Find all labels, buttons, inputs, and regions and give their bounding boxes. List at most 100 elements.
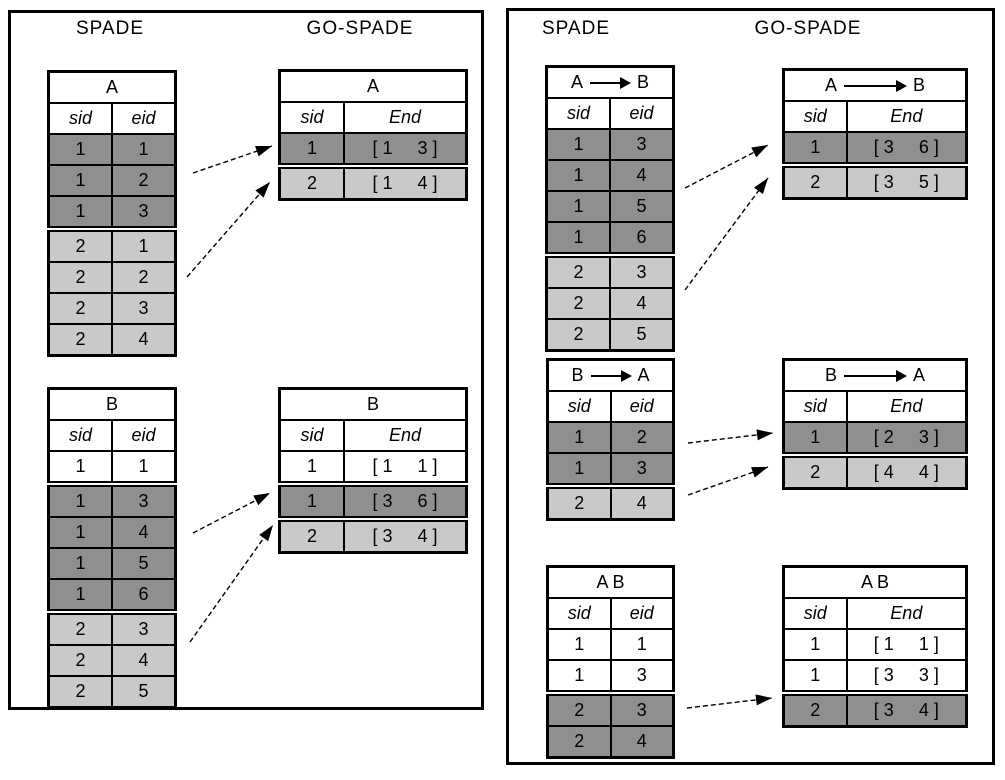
column-header: End [343, 419, 468, 452]
column-header: sid [546, 390, 612, 423]
eid-cell: 3 [609, 452, 675, 487]
table-row: 2[ 4 4 ] [782, 452, 968, 490]
table-title-content: A [51, 77, 174, 98]
end-cell: [ 1 3 ] [343, 132, 468, 167]
table-title-label: A [824, 75, 837, 95]
sid-cell: 1 [47, 578, 113, 613]
table-row: 1[ 1 3 ] [278, 132, 468, 167]
eid-cell: 6 [609, 221, 675, 256]
right-arrow-icon [844, 369, 907, 382]
table-title-label: A B [860, 572, 890, 592]
mapping-arrow [686, 697, 773, 709]
table-title-label: B [571, 365, 584, 385]
table-title-content: A [282, 76, 465, 97]
table-title: A B [782, 565, 968, 599]
sid-cell: 2 [782, 690, 848, 728]
end-cell: [ 3 6 ] [845, 131, 968, 166]
arrowhead-icon [255, 145, 272, 157]
table-row: 2[ 3 4 ] [278, 516, 468, 554]
table-title-row: A B [546, 565, 675, 599]
column-header: eid [609, 390, 675, 423]
column-header: sid [47, 419, 113, 452]
table-title-row: A [47, 70, 177, 104]
panel-left-gospade-title: GO-SPADE [306, 18, 414, 39]
table-title-label: A [570, 72, 583, 92]
table-row: 1[ 3 6 ] [278, 481, 468, 520]
sid-cell: 2 [47, 261, 113, 294]
table-title-row: A [278, 69, 468, 103]
table-title-label: B [913, 75, 926, 95]
column-header: sid [545, 97, 611, 130]
eid-cell: 4 [609, 287, 675, 320]
table-title-row: A B [782, 565, 968, 599]
eid-cell: 2 [111, 164, 177, 197]
sid-cell: 1 [782, 131, 848, 166]
sid-cell: 1 [47, 481, 113, 518]
table-title: B [278, 387, 468, 421]
sid-cell: 2 [278, 163, 345, 201]
sid-cell: 1 [782, 421, 848, 456]
sid-cell: 1 [278, 481, 345, 520]
sid-cell: 2 [545, 318, 611, 352]
column-header: sid [782, 100, 848, 133]
mapping-arrow [684, 177, 769, 291]
sid-cell: 2 [782, 162, 848, 200]
column-header: eid [111, 102, 177, 135]
right-arrow-icon [844, 79, 907, 92]
eid-cell: 5 [111, 547, 177, 580]
eid-cell: 4 [609, 725, 675, 759]
column-header: End [845, 100, 968, 133]
eid-cell: 1 [111, 450, 177, 485]
sid-cell: 2 [47, 644, 113, 677]
table-row: 1[ 2 3 ] [782, 421, 968, 456]
column-header: sid [782, 390, 848, 423]
table-row: 1[ 3 3 ] [782, 659, 968, 694]
eid-cell: 4 [111, 516, 177, 549]
table-title-label: A [913, 365, 926, 385]
end-cell: [ 1 1 ] [343, 450, 468, 485]
column-header: eid [111, 419, 177, 452]
right-arrow-icon [590, 76, 631, 89]
sid-cell: 1 [545, 190, 611, 223]
table-title: A [47, 70, 177, 104]
sid-cell: 1 [546, 628, 612, 661]
end-cell: [ 3 5 ] [845, 162, 968, 200]
eid-cell: 6 [111, 578, 177, 613]
mapping-arrow [687, 466, 769, 496]
sid-cell: 1 [278, 450, 345, 485]
eid-cell: 5 [111, 675, 177, 709]
sid-cell: 1 [47, 195, 113, 230]
table-title-label: B [366, 394, 379, 414]
column-header: sid [278, 419, 345, 452]
eid-cell: 4 [609, 159, 675, 192]
sid-cell: 1 [782, 659, 848, 694]
